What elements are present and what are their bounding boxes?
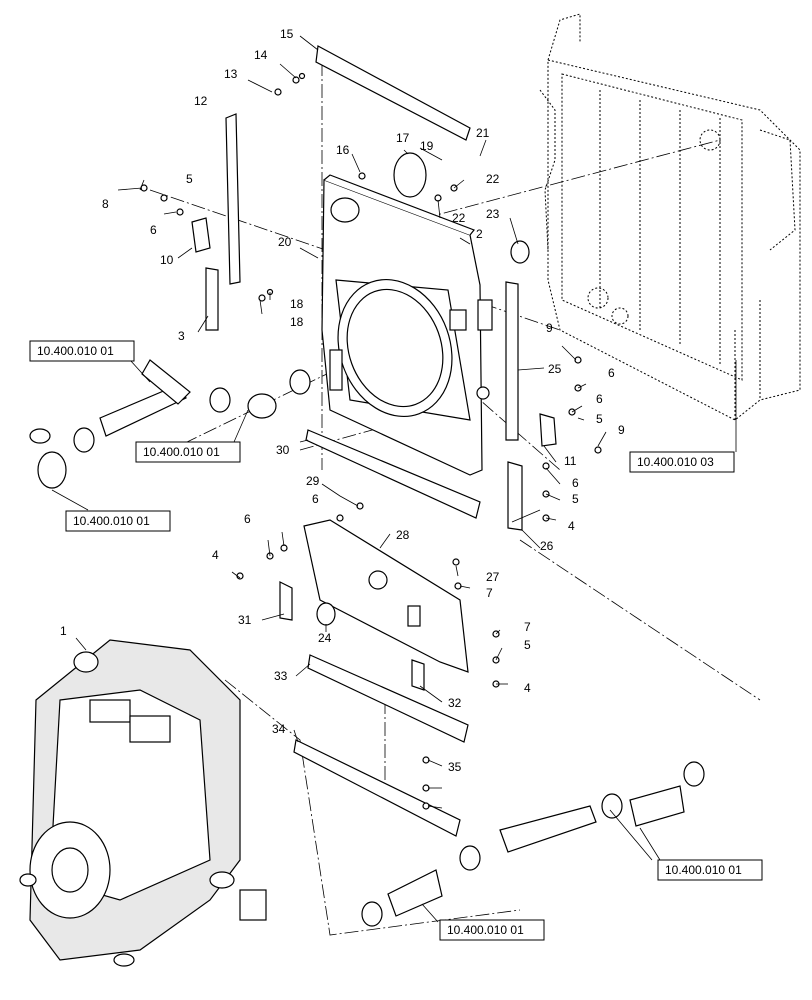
hose-icon [29,359,685,917]
engine-assembly-icon [19,639,267,967]
grommet-22-upper [510,240,530,264]
callout-5: 5 [596,412,603,426]
grommets [316,152,530,626]
reference-label: 10.400.010 01 [447,923,524,937]
seal-strip-28 [305,429,481,519]
bracket-29 [279,581,293,621]
callout-3: 3 [178,329,185,343]
callout-16: 18 [290,315,304,329]
callout-6: 7 [486,586,493,600]
callout-26: 28 [396,528,410,542]
callout-23: 25 [548,362,562,376]
reference-box-bottom[interactable]: 10.400.010 01 [439,919,545,941]
callout-5: 5 [524,638,531,652]
callout-31: 33 [274,669,288,683]
reference-box-right[interactable]: 10.400.010 03 [629,451,735,473]
callout-22: 23 [486,207,500,221]
callout-labels: 1 2 3 4 4 4 5 5 5 5 6 6 6 6 6 6 7 7 8 9 … [60,27,625,774]
seal-strip-13 [315,45,471,141]
callout-17: 18 [290,297,304,311]
callout-20: 22 [486,172,500,186]
bracket-9-left [191,217,211,253]
callout-9: 11 [564,454,577,468]
bracket-9-right [539,413,557,447]
leader-lines [51,35,737,923]
reference-box-bottom-left[interactable]: 10.400.010 01 [65,510,171,532]
callout-22: 24 [318,631,332,645]
callout-24: 26 [540,539,554,553]
reference-label: 10.400.010 03 [637,455,714,469]
callout-5: 5 [572,492,579,506]
callout-27: 29 [306,474,320,488]
seal-strip-31 [307,654,469,743]
reference-label: 10.400.010 01 [37,344,114,358]
callout-6: 6 [572,476,579,490]
seal-strips [191,45,557,837]
callout-2: 2 [476,227,483,241]
callout-21: 22 [452,211,466,225]
callout-6: 6 [312,492,319,506]
callout-12: 14 [254,48,268,62]
callout-4: 4 [212,548,219,562]
callout-11: 13 [224,67,238,81]
callout-6: 6 [150,223,157,237]
callout-28: 30 [276,443,290,457]
callout-14: 16 [336,143,350,157]
callout-9: 10 [160,253,174,267]
bracket-30 [411,659,425,691]
callout-6: 6 [596,392,603,406]
grommet-22-lower [316,602,336,626]
callout-1: 1 [60,624,67,638]
seal-strip-23 [505,281,519,441]
callout-7: 8 [102,197,109,211]
callout-4: 4 [524,681,531,695]
callout-30: 32 [448,696,462,710]
callout-18: 19 [420,139,434,153]
callout-6: 7 [524,620,531,634]
reference-box-lower-right[interactable]: 10.400.010 01 [657,859,763,881]
callout-8: 9 [546,321,553,335]
hose-clamp-icon [73,369,705,927]
callout-19: 21 [476,126,490,140]
reference-boxes: 10.400.010 01 10.400.010 01 10.400.010 0… [29,340,763,941]
radiator-ghost-icon [539,13,801,421]
callout-6: 6 [608,366,615,380]
grommet-15 [393,152,427,198]
callout-18: 20 [278,235,292,249]
callout-6: 6 [244,512,251,526]
callout-15: 17 [396,131,410,145]
callout-29: 31 [238,613,252,627]
seal-strip-3 [205,267,219,331]
callout-32: 34 [272,722,286,736]
callout-4: 4 [568,519,575,533]
callout-7: 9 [618,423,625,437]
callout-33: 35 [448,760,462,774]
reference-label: 10.400.010 01 [665,863,742,877]
callout-10: 12 [194,94,208,108]
reference-box-top-left[interactable]: 10.400.010 01 [29,340,135,362]
seal-strip-32 [293,739,461,837]
callout-5: 5 [186,172,193,186]
fan-shroud-icon [321,174,493,476]
lower-panel [303,519,469,673]
callout-13: 15 [280,27,294,41]
reference-label: 10.400.010 01 [73,514,150,528]
reference-box-middle[interactable]: 10.400.010 01 [135,441,241,463]
reference-label: 10.400.010 01 [143,445,220,459]
seal-strip-10 [225,113,241,285]
callout-25: 27 [486,570,500,584]
seal-strip-24 [507,461,523,531]
